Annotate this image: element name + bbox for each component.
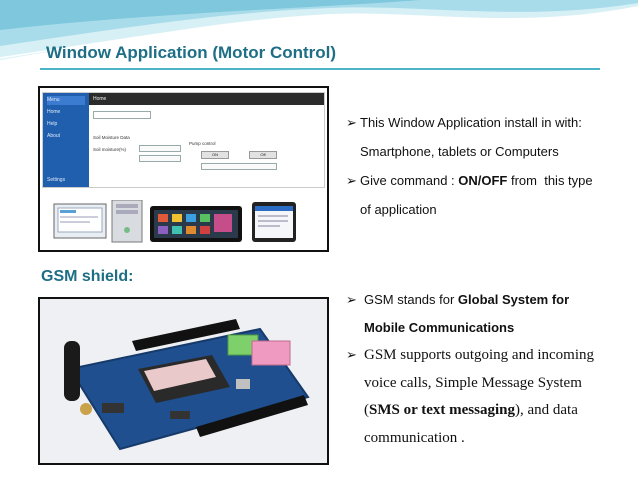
bullet-continuation: of application — [360, 202, 437, 217]
app-off-button: Off — [249, 151, 277, 159]
devices-image — [53, 200, 296, 243]
app-panel-right-label: Pump control — [189, 141, 216, 146]
bullet-continuation: Mobile Communications — [346, 314, 636, 342]
app-menu-item: Home — [47, 109, 61, 115]
app-topbar: Home — [89, 93, 324, 105]
app-description-list: ➢This Window Application install in with… — [346, 108, 631, 224]
bullet-item: ➢This Window Application install in with… — [346, 108, 631, 137]
gsm-board-illustration — [40, 299, 327, 463]
slide-title: Window Application (Motor Control) — [46, 43, 337, 62]
bullet-item: ➢ GSM supports outgoing and incoming — [346, 342, 636, 370]
bullet-text: GSM supports outgoing and incoming — [364, 347, 595, 363]
gsm-description-list: ➢ GSM stands for Global System for Mobile… — [346, 286, 636, 452]
bullet-continuation: Smartphone, tablets or Computers — [360, 144, 559, 159]
app-menu-item: About — [47, 133, 61, 139]
app-field-box — [139, 145, 181, 152]
app-sidebar: Menu Home Help About Settings — [43, 93, 89, 187]
bullet-text: Give command : — [360, 173, 459, 188]
gsm-shield-photo — [38, 297, 329, 465]
arrow-bullet-icon: ➢ — [346, 173, 357, 188]
arrow-bullet-icon: ➢ — [346, 292, 357, 307]
bullet-bold-text: Global System for — [457, 292, 570, 307]
app-menu-item: Menu — [47, 96, 85, 105]
title-underline — [40, 68, 600, 70]
bullet-bold-text: ON/OFF — [458, 173, 508, 188]
section-heading-gsm: GSM shield: — [41, 268, 134, 285]
app-field-label: Soil moisture(%) — [93, 147, 127, 152]
bullet-text: ( — [364, 402, 369, 418]
app-on-button: ON — [201, 151, 229, 159]
bullet-bold-text: Mobile Communications — [364, 320, 515, 335]
bullet-continuation: voice calls, Simple Message System — [364, 374, 582, 391]
bullet-text: GSM stands for — [364, 292, 458, 307]
app-status-box — [201, 163, 277, 170]
app-window-mock: Menu Home Help About Settings Home Soil … — [42, 92, 325, 188]
bullet-continuation: (SMS or text messaging), and data — [346, 397, 636, 425]
window-app-screenshot: Menu Home Help About Settings Home Soil … — [38, 86, 329, 252]
app-field-box — [139, 155, 181, 162]
bullet-continuation: communication . — [364, 429, 465, 446]
bullet-text: from this type — [507, 173, 593, 188]
header-wave-decoration — [0, 0, 638, 60]
arrow-bullet-icon: ➢ — [346, 348, 357, 363]
bullet-item: ➢Give command : ON/OFF from this type — [346, 166, 631, 195]
app-settings-item: Settings — [47, 177, 66, 183]
app-panel-left-label: Soil Moisture Data — [93, 135, 130, 140]
bullet-text: ), and data — [514, 402, 578, 418]
bullet-text: This Window Application install in with: — [360, 115, 582, 130]
arrow-bullet-icon: ➢ — [346, 115, 357, 130]
app-menu-item: Help — [47, 121, 58, 127]
app-input-box — [93, 111, 151, 119]
bullet-item: ➢ GSM stands for Global System for — [346, 286, 636, 314]
bullet-bold-text: SMS or text messaging — [369, 402, 515, 418]
